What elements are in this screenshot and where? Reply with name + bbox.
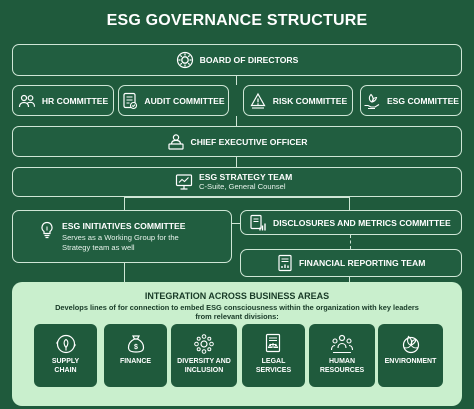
- financial-report-icon: [277, 254, 293, 272]
- integration-desc-line2: from relevant divisions:: [195, 312, 279, 322]
- strategy-team-label: ESG STRATEGY TEAM: [199, 172, 293, 183]
- area-tile-finance: $ FINANCE: [104, 324, 167, 387]
- financial-team-box: FINANCIAL REPORTING TEAM: [240, 249, 462, 277]
- risk-icon: [249, 92, 267, 110]
- strategy-board-icon: [175, 173, 193, 191]
- area-label-line2: RESOURCES: [319, 366, 365, 374]
- disclosures-committee-box: DISCLOSURES AND METRICS COMMITTEE: [240, 210, 462, 235]
- initiatives-committee-box: ESG INITIATIVES COMMITTEE Serves as a Wo…: [12, 210, 232, 263]
- area-label-line1: HUMAN: [328, 358, 356, 365]
- area-label-line2: SERVICES: [255, 366, 292, 374]
- document-check-icon: [122, 92, 138, 110]
- area-label-line2: CHAIN: [54, 366, 77, 374]
- connector: [236, 76, 238, 85]
- area-tile-environment: ENVIRONMENT: [378, 324, 443, 387]
- executive-desk-icon: [167, 133, 185, 151]
- hr-committee-label: HR COMMITTEE: [41, 95, 109, 106]
- area-label-line1: FINANCE: [119, 358, 152, 365]
- integration-title: INTEGRATION ACROSS BUSINESS AREAS: [144, 291, 330, 301]
- metrics-report-icon: [249, 214, 267, 232]
- connector: [349, 197, 351, 210]
- svg-text:$: $: [134, 344, 138, 351]
- initiatives-committee-sub-line2: Strategy team as well: [62, 242, 135, 252]
- area-tile-human-resources: HUMAN RESOURCES: [309, 324, 375, 387]
- money-bag-icon: $: [125, 333, 147, 355]
- connector: [124, 197, 350, 199]
- ceo-box: CHIEF EXECUTIVE OFFICER: [12, 126, 462, 157]
- lightbulb-icon: [39, 220, 55, 240]
- connector: [232, 223, 241, 225]
- risk-committee-label: RISK COMMITTEE: [272, 95, 348, 106]
- diversity-icon: [193, 333, 215, 355]
- area-label-line1: LEGAL: [261, 358, 286, 365]
- area-tile-supply-chain: SUPPLY CHAIN: [34, 324, 97, 387]
- people-icon: [18, 93, 36, 109]
- initiatives-committee-label: ESG INITIATIVES COMMITTEE: [62, 221, 186, 231]
- strategy-team-box: ESG STRATEGY TEAM C-Suite, General Couns…: [12, 167, 462, 197]
- area-label-line1: ENVIRONMENT: [384, 358, 437, 365]
- board-of-directors-box: BOARD OF DIRECTORS: [12, 44, 462, 76]
- strategy-team-sub: C-Suite, General Counsel: [199, 182, 286, 192]
- integration-panel: INTEGRATION ACROSS BUSINESS AREAS Develo…: [12, 282, 462, 406]
- risk-committee-box: RISK COMMITTEE: [243, 85, 353, 116]
- connector: [349, 277, 351, 282]
- environment-icon: [400, 333, 422, 355]
- legal-icon: [264, 333, 284, 355]
- connector: [124, 263, 126, 282]
- area-label-line1: SUPPLY: [51, 358, 80, 365]
- audit-committee-label: AUDIT COMMITTEE: [144, 95, 225, 106]
- initiatives-committee-sub-line1: Serves as a Working Group for the: [62, 233, 179, 242]
- esg-committee-box: ESG COMMITTEE: [360, 85, 462, 116]
- integration-description: Develops lines of for connection to embe…: [32, 303, 442, 321]
- area-label-line2: INCLUSION: [184, 366, 224, 374]
- connector: [236, 116, 238, 126]
- supply-chain-icon: [55, 333, 77, 355]
- dashed-connector: [350, 235, 351, 249]
- connector: [124, 197, 126, 210]
- ceo-label: CHIEF EXECUTIVE OFFICER: [190, 136, 308, 147]
- area-tile-legal: LEGAL SERVICES: [242, 324, 305, 387]
- gear-icon: [176, 51, 194, 69]
- area-label-line1: DIVERSITY AND: [177, 358, 231, 365]
- esg-committee-label: ESG COMMITTEE: [386, 95, 460, 106]
- hr-committee-box: HR COMMITTEE: [12, 85, 114, 116]
- board-label: BOARD OF DIRECTORS: [199, 55, 299, 65]
- disclosures-committee-label: DISCLOSURES AND METRICS COMMITTEE: [273, 217, 451, 228]
- audit-committee-box: AUDIT COMMITTEE: [118, 85, 229, 116]
- page-title: ESG GOVERNANCE STRUCTURE: [106, 12, 368, 29]
- leaf-hand-icon: [363, 92, 381, 110]
- human-resources-icon: [330, 333, 354, 355]
- financial-team-label: FINANCIAL REPORTING TEAM: [299, 258, 426, 268]
- integration-desc-line1: Develops lines of for connection to embe…: [55, 303, 419, 312]
- connector: [236, 157, 238, 167]
- area-tile-diversity: DIVERSITY AND INCLUSION: [171, 324, 237, 387]
